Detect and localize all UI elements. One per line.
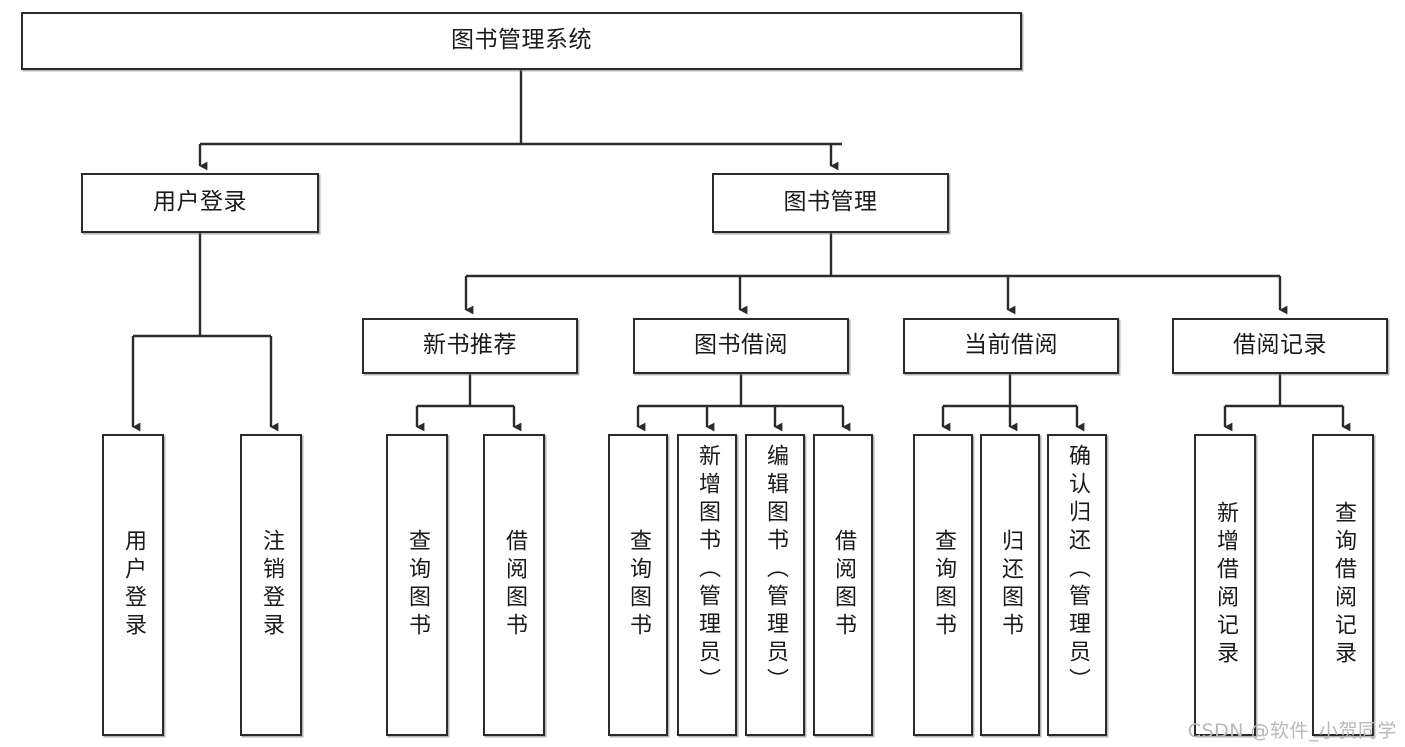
leaf-node-query-book-1[interactable]: 查询图书 [386, 434, 448, 736]
node-label: 编辑图书（管理员） [763, 444, 788, 696]
node-label: 查询图书 [405, 529, 430, 641]
leaf-node-query-book-2[interactable]: 查询图书 [608, 434, 668, 736]
node-label: 新增图书（管理员） [695, 444, 720, 696]
leaf-node-borrow-book-1[interactable]: 借阅图书 [483, 434, 545, 736]
node-label: 归还图书 [998, 529, 1023, 641]
leaf-node-add-book-admin[interactable]: 新增图书（管理员） [677, 434, 737, 736]
node-label: 查询图书 [931, 529, 956, 641]
node-label: 图书借阅 [694, 332, 788, 359]
leaf-node-return-book[interactable]: 归还图书 [980, 434, 1040, 736]
node-label: 用户登录 [153, 189, 247, 216]
node-user-login[interactable]: 用户登录 [81, 173, 319, 233]
leaf-node-edit-book-admin[interactable]: 编辑图书（管理员） [745, 434, 805, 736]
leaf-node-query-borrow-record[interactable]: 查询借阅记录 [1312, 434, 1374, 736]
edge-bookborrow-to-leaves [636, 374, 851, 432]
leaf-node-confirm-return-admin[interactable]: 确认归还（管理员） [1047, 434, 1107, 736]
node-label: 图书管理 [783, 189, 878, 216]
node-label: 用户登录 [121, 529, 146, 641]
node-new-book-recommendation[interactable]: 新书推荐 [362, 318, 578, 374]
leaf-node-user-login[interactable]: 用户登录 [102, 434, 164, 736]
node-label: 借阅图书 [831, 529, 856, 641]
node-label: 查询图书 [626, 529, 651, 641]
node-label: 查询借阅记录 [1331, 501, 1356, 669]
leaf-node-logout[interactable]: 注销登录 [240, 434, 302, 736]
edge-newbook-to-leaves [415, 374, 522, 432]
node-label: 借阅记录 [1233, 332, 1327, 359]
node-borrow-records[interactable]: 借阅记录 [1172, 318, 1388, 374]
leaf-node-add-borrow-record[interactable]: 新增借阅记录 [1194, 434, 1256, 736]
edge-userlogin-to-leaves [131, 233, 279, 432]
node-book-management[interactable]: 图书管理 [712, 173, 949, 233]
leaf-node-borrow-book-2[interactable]: 借阅图书 [813, 434, 873, 736]
node-label: 确认归还（管理员） [1065, 444, 1090, 696]
node-book-borrowing[interactable]: 图书借阅 [633, 318, 849, 374]
edge-currentborrow-to-leaves [941, 374, 1085, 432]
node-label: 新书推荐 [423, 332, 517, 359]
leaf-node-query-book-3[interactable]: 查询图书 [913, 434, 973, 736]
node-root-book-management-system[interactable]: 图书管理系统 [21, 12, 1022, 70]
node-label: 借阅图书 [502, 529, 527, 641]
node-label: 当前借阅 [964, 332, 1058, 359]
node-current-borrowing[interactable]: 当前借阅 [903, 318, 1119, 374]
edge-root-to-level1 [198, 70, 842, 171]
node-label: 注销登录 [259, 529, 284, 641]
node-label: 图书管理系统 [451, 27, 592, 54]
node-label: 新增借阅记录 [1213, 501, 1238, 669]
edge-bookmanage-to-level2 [464, 233, 1288, 315]
edge-borrowrecord-to-leaves [1223, 374, 1351, 432]
